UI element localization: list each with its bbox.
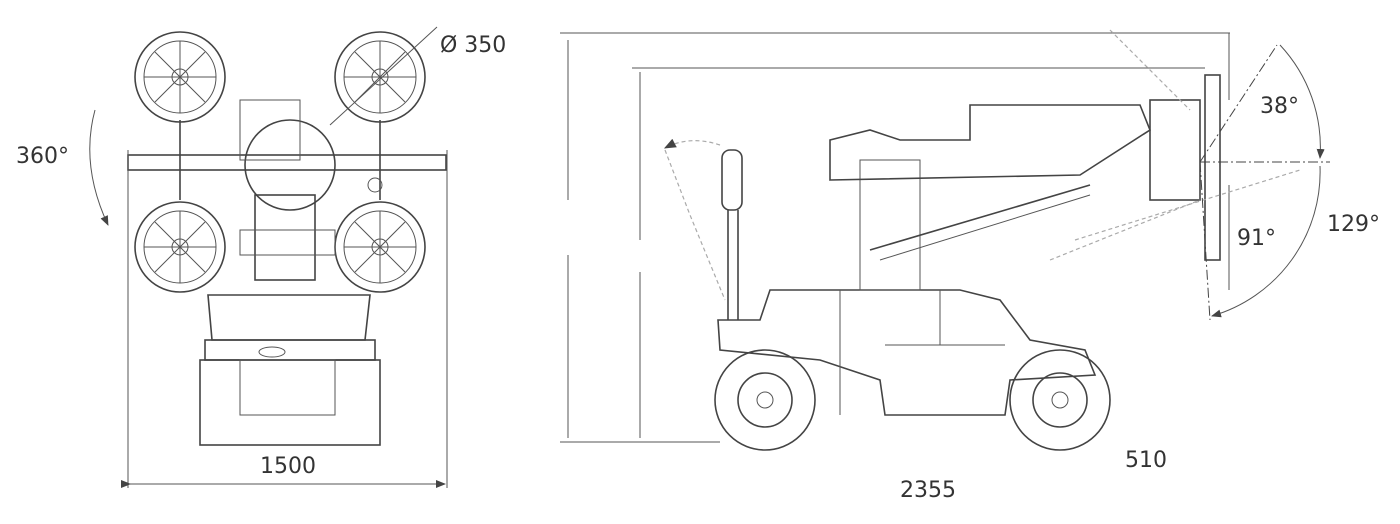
rotator	[244, 119, 336, 211]
tilt-down-label: 91°	[1237, 226, 1276, 251]
tilt-total-label: 129°	[1327, 212, 1380, 237]
suction-cup	[134, 201, 226, 293]
top-view	[89, 26, 448, 488]
rotation-arrow	[89, 109, 109, 226]
wheel	[1009, 349, 1111, 451]
tilt-up-arc	[1279, 44, 1325, 159]
chassis	[717, 289, 1097, 416]
width-label: 1500	[260, 454, 316, 479]
vacuum-head	[1149, 99, 1201, 201]
offset-label: 510	[1125, 448, 1167, 473]
suction-frame	[1204, 74, 1221, 261]
suction-cup	[334, 201, 426, 293]
suction-cup	[134, 31, 226, 123]
cup-diameter-label: Ø 350	[440, 33, 507, 58]
diameter-leader	[329, 26, 438, 126]
crossbar	[127, 154, 447, 171]
rotation-label: 360°	[16, 144, 69, 169]
control-handle	[721, 149, 743, 211]
side-view	[560, 29, 1330, 451]
tilt-up-label: 38°	[1260, 94, 1299, 119]
length-label: 2355	[900, 478, 956, 503]
wheel	[714, 349, 816, 451]
boom	[829, 104, 1151, 181]
chassis	[207, 294, 371, 341]
tilt-down-arc	[1211, 165, 1321, 318]
